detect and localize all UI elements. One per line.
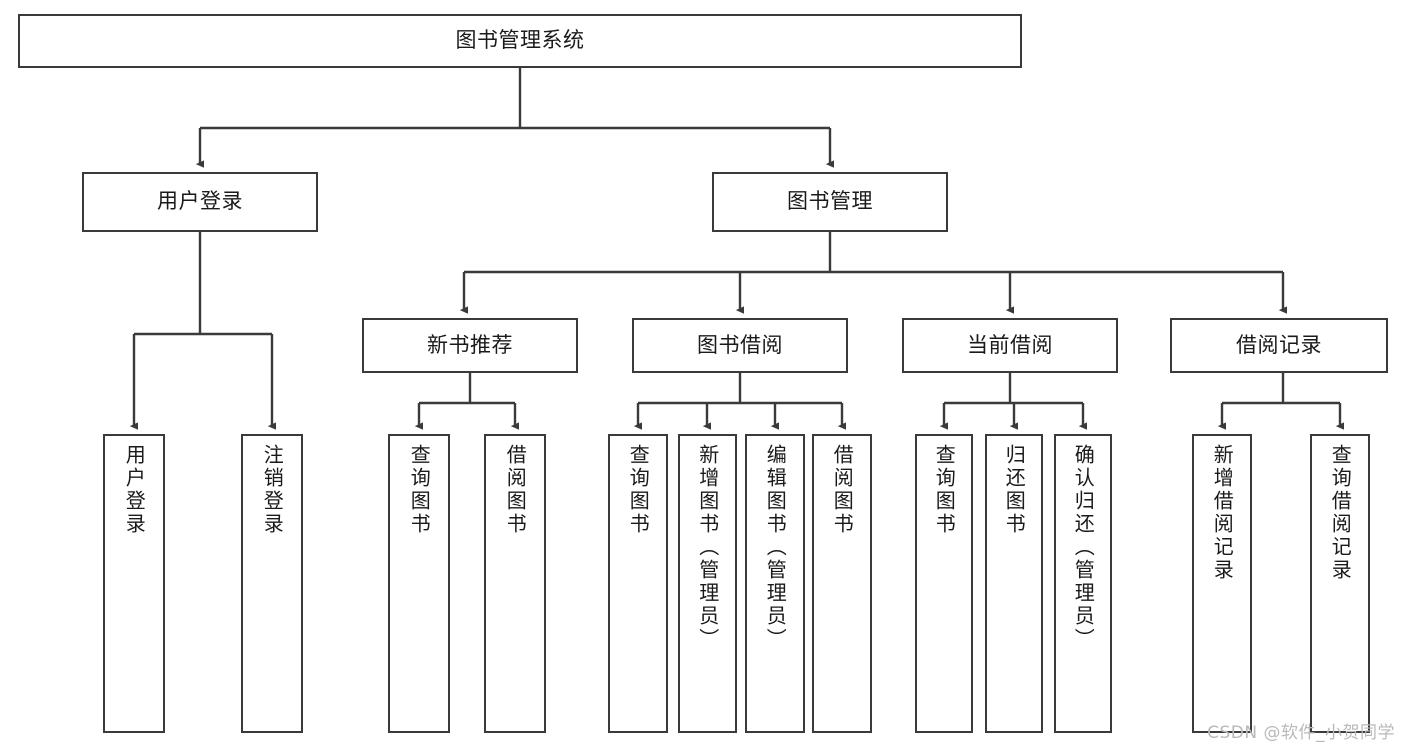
node-leaf-confirm-return-admin-label: 确认归还（管理员） — [1071, 444, 1096, 651]
node-leaf-query-books-borrow-label: 查询图书 — [626, 444, 651, 536]
node-leaf-logout[interactable]: 注销登录 — [241, 434, 303, 733]
node-leaf-query-books-current[interactable]: 查询图书 — [915, 434, 973, 733]
node-book-management-label: 图书管理 — [787, 189, 873, 214]
node-leaf-add-book-admin[interactable]: 新增图书（管理员） — [678, 434, 737, 733]
node-book-borrow[interactable]: 图书借阅 — [632, 318, 848, 373]
node-leaf-borrow-books-recommend[interactable]: 借阅图书 — [484, 434, 546, 733]
node-leaf-add-borrow-record-label: 新增借阅记录 — [1210, 444, 1235, 582]
node-new-book-recommend[interactable]: 新书推荐 — [362, 318, 578, 373]
node-leaf-edit-book-admin-label: 编辑图书（管理员） — [763, 444, 788, 651]
node-leaf-return-book-label: 归还图书 — [1002, 444, 1027, 536]
node-leaf-query-books-recommend[interactable]: 查询图书 — [388, 434, 450, 733]
node-leaf-query-borrow-record-label: 查询借阅记录 — [1328, 444, 1353, 582]
node-user-login[interactable]: 用户登录 — [82, 172, 318, 232]
node-leaf-add-book-admin-label: 新增图书（管理员） — [695, 444, 720, 651]
node-root[interactable]: 图书管理系统 — [18, 14, 1022, 68]
node-current-borrow[interactable]: 当前借阅 — [902, 318, 1118, 373]
node-book-borrow-label: 图书借阅 — [697, 332, 783, 357]
node-leaf-edit-book-admin[interactable]: 编辑图书（管理员） — [745, 434, 805, 733]
node-leaf-borrow-book[interactable]: 借阅图书 — [812, 434, 872, 733]
node-leaf-query-books-borrow[interactable]: 查询图书 — [608, 434, 668, 733]
node-leaf-add-borrow-record[interactable]: 新增借阅记录 — [1192, 434, 1252, 733]
node-leaf-confirm-return-admin[interactable]: 确认归还（管理员） — [1054, 434, 1112, 733]
node-leaf-borrow-books-recommend-label: 借阅图书 — [503, 444, 528, 536]
node-leaf-query-books-current-label: 查询图书 — [932, 444, 957, 536]
node-borrow-record-label: 借阅记录 — [1236, 332, 1322, 357]
node-leaf-query-books-recommend-label: 查询图书 — [407, 444, 432, 536]
node-root-label: 图书管理系统 — [455, 28, 585, 53]
node-leaf-return-book[interactable]: 归还图书 — [985, 434, 1043, 733]
node-new-book-recommend-label: 新书推荐 — [427, 332, 513, 357]
node-leaf-user-login[interactable]: 用户登录 — [103, 434, 165, 733]
node-user-login-label: 用户登录 — [157, 189, 243, 214]
node-leaf-query-borrow-record[interactable]: 查询借阅记录 — [1310, 434, 1370, 733]
node-current-borrow-label: 当前借阅 — [967, 332, 1053, 357]
node-leaf-logout-label: 注销登录 — [260, 444, 285, 536]
node-book-management[interactable]: 图书管理 — [712, 172, 948, 232]
node-leaf-borrow-book-label: 借阅图书 — [830, 444, 855, 536]
node-borrow-record[interactable]: 借阅记录 — [1170, 318, 1388, 373]
node-leaf-user-login-label: 用户登录 — [122, 444, 147, 536]
